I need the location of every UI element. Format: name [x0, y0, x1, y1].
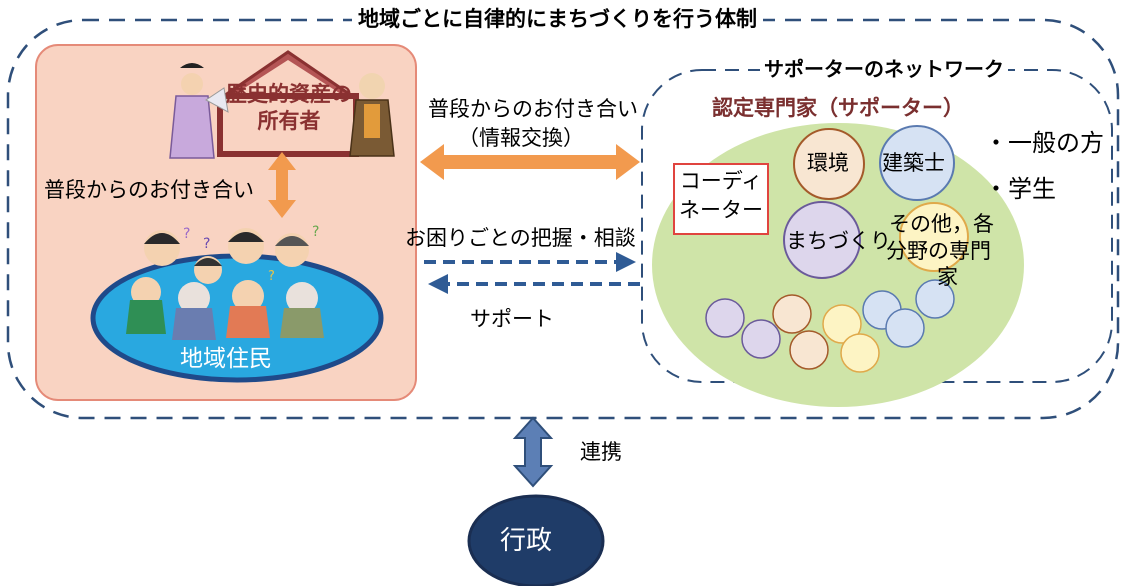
government-label: 行政: [500, 526, 553, 556]
government-node: [467, 494, 605, 586]
students-label: ・学生: [984, 175, 1056, 203]
support-label: サポート: [470, 307, 554, 331]
circle-other-label-line3: 家: [937, 265, 958, 289]
svg-text:?: ?: [268, 269, 275, 284]
network-title: サポーターのネットワーク: [760, 58, 1008, 81]
coordinator-line2: ネーター: [679, 198, 763, 223]
top-link-sublabel: （情報交換）: [458, 126, 584, 150]
top-link-label: 普段からのお付き合い: [428, 97, 638, 121]
circle-architect-label: 建築士: [882, 151, 945, 175]
circle-other-label-line2: 分野の専門: [886, 239, 991, 263]
residents-crowd-icon: ? ? ? ?: [126, 224, 324, 340]
owner-resident-link-label: 普段からのお付き合い: [44, 178, 254, 202]
monk-figure-icon: [349, 73, 395, 157]
circle-environment-label: 環境: [807, 151, 849, 175]
svg-text:?: ?: [203, 236, 210, 252]
coordinator-line1: コーディ: [679, 169, 763, 193]
expert-small-circles: [705, 279, 955, 373]
circle-other: [899, 202, 969, 272]
experts-title: 認定専門家（サポーター）: [712, 96, 964, 120]
circle-machizukuri: [783, 201, 861, 279]
circle-architect: [879, 125, 955, 201]
diagram-title: 地域ごとに自律的にまちづくりを行う体制: [352, 7, 763, 32]
circle-environment: [793, 128, 865, 200]
owner-label: 歴史的資産の所有者: [226, 82, 352, 134]
coordinator-box: コーディ ネーター: [673, 163, 769, 235]
cooperation-label: 連携: [580, 440, 622, 464]
consult-label: お困りごとの把握・相談: [405, 226, 636, 250]
general-public-label: ・一般の方: [984, 129, 1104, 157]
circle-other-label-line1: その他，各: [889, 212, 994, 236]
svg-text:?: ?: [183, 226, 190, 242]
svg-text:?: ?: [312, 224, 319, 240]
priest-figure-icon: [169, 63, 229, 159]
info-exchange-arrow: [420, 144, 640, 180]
owner-resident-arrow: [268, 152, 296, 218]
cooperation-arrow: [512, 416, 554, 488]
circle-machizukuri-label: まちづくり: [786, 229, 891, 253]
residents-label: 地域住民: [180, 346, 272, 372]
